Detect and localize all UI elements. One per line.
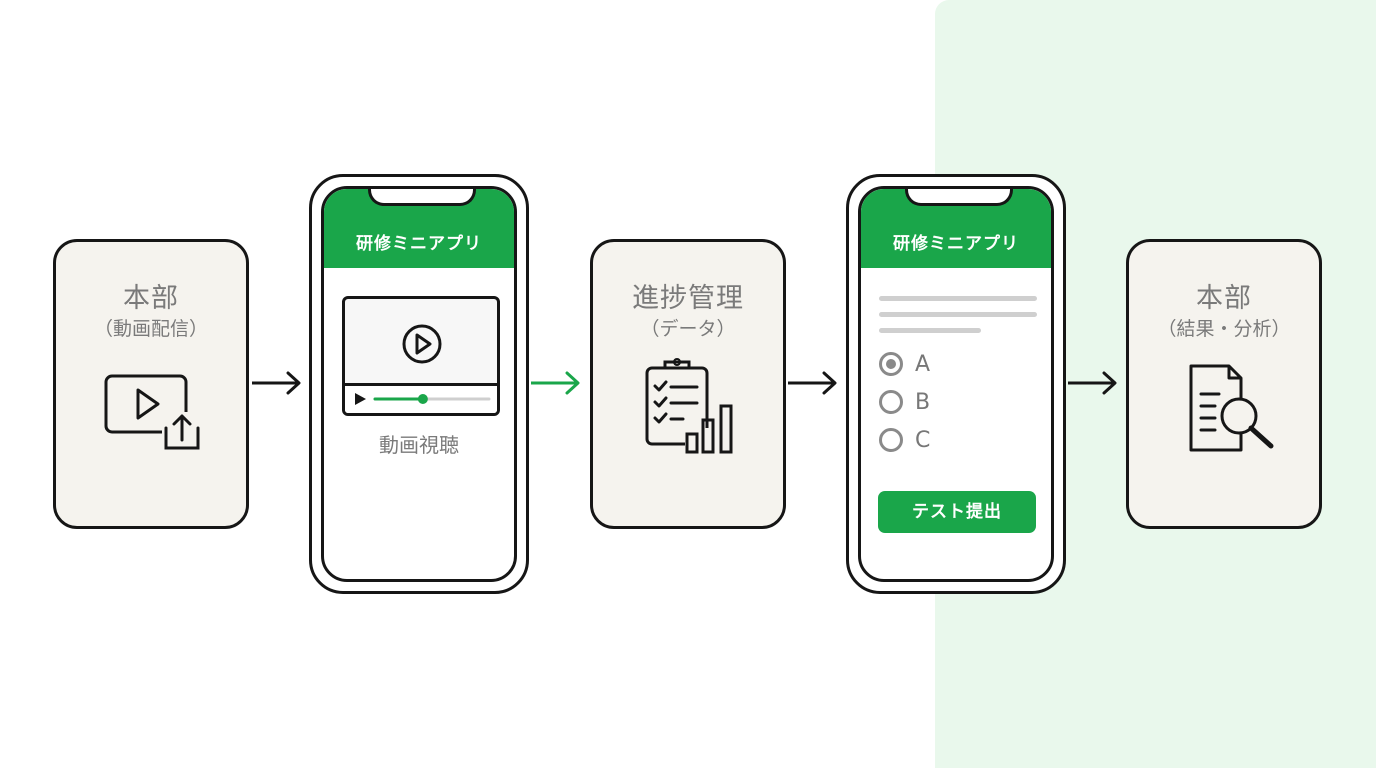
video-progress-knob[interactable] [417,394,428,404]
checklist-chart-icon [645,358,733,454]
answer-option-b[interactable]: B [879,389,930,415]
phone-header-title: 研修ミニアプリ [893,234,1019,254]
card-title: 進捗管理 [632,283,744,314]
video-caption: 動画視聴 [379,433,459,457]
test-phone: 研修ミニアプリ A B C テスト提出 [846,174,1066,594]
arrow-to-video-phone [252,371,301,395]
question-text-line [879,296,1037,301]
option-label: B [915,389,931,415]
answer-option-a[interactable]: A [879,351,930,377]
submit-test-button[interactable]: テスト提出 [878,491,1036,533]
phone-header: 研修ミニアプリ [324,189,514,268]
video-upload-icon [104,374,206,458]
arrow-to-test-phone [788,371,837,395]
question-text-line [879,328,981,333]
phone-screen: 研修ミニアプリ 動画視聴 [321,186,517,582]
progress-card: 進捗管理 （データ） [590,239,786,529]
arrow-to-progress [531,371,580,395]
option-label: A [915,351,931,377]
phone-header: 研修ミニアプリ [861,189,1051,268]
option-label: C [915,427,931,453]
phone-notch [368,189,476,206]
phone-screen: 研修ミニアプリ A B C テスト提出 [858,186,1054,582]
hq-results-card: 本部 （結果・分析） [1126,239,1322,529]
card-title: 本部 [123,283,179,314]
question-text-line [879,312,1037,317]
phone-header-title: 研修ミニアプリ [356,234,482,254]
arrow-to-results [1068,371,1117,395]
video-progress-bar[interactable] [373,390,491,408]
answer-option-c[interactable]: C [879,427,930,453]
card-subtitle: （データ） [640,318,736,340]
video-player[interactable] [342,296,500,416]
play-small-icon[interactable] [353,392,367,406]
phone-notch [905,189,1013,206]
card-subtitle: （結果・分析） [1157,318,1291,340]
video-controls [345,383,497,413]
card-subtitle: （動画配信） [93,318,208,340]
hq-distribution-card: 本部 （動画配信） [53,239,249,529]
play-icon[interactable] [401,323,443,365]
card-title: 本部 [1196,283,1252,314]
radio-button[interactable] [879,352,903,376]
radio-button[interactable] [879,390,903,414]
radio-button[interactable] [879,428,903,452]
document-search-icon [1189,364,1274,452]
video-phone: 研修ミニアプリ 動画視聴 [309,174,529,594]
